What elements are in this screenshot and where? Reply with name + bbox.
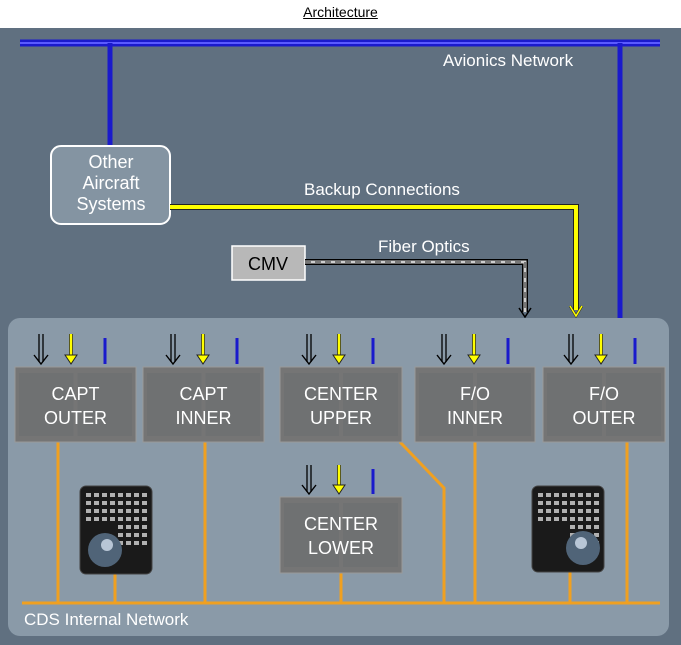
- other-aircraft-systems-box: Other Aircraft Systems: [50, 145, 171, 225]
- display-unit: CAPT OUTER: [14, 366, 137, 443]
- cmv-label: CMV: [248, 254, 288, 274]
- display-label-line2: INNER: [175, 408, 231, 428]
- display-label-line2: OUTER: [573, 408, 636, 428]
- display-label-line1: CAPT: [179, 384, 227, 404]
- input-arrows: [563, 334, 637, 366]
- other-systems-line1: Other: [88, 152, 133, 172]
- cds-internal-network: [22, 440, 660, 605]
- display-label-line1: F/O: [460, 384, 490, 404]
- display-label-line1: F/O: [589, 384, 619, 404]
- display-label-line1: CENTER: [304, 514, 378, 534]
- backup-connections-label: Backup Connections: [304, 180, 460, 199]
- display-unit: F/O OUTER: [542, 366, 666, 443]
- display-label-line1: CAPT: [51, 384, 99, 404]
- display-unit: F/O INNER: [414, 366, 536, 443]
- input-arrows: [165, 334, 239, 366]
- cds-internal-network-label: CDS Internal Network: [24, 610, 189, 629]
- avionics-network-bus: [20, 39, 660, 322]
- display-label-line2: INNER: [447, 408, 503, 428]
- avionics-network-label: Avionics Network: [443, 51, 574, 70]
- other-systems-line3: Systems: [76, 194, 145, 214]
- diagram-title: Architecture: [303, 4, 378, 20]
- display-unit: CENTER LOWER: [279, 496, 403, 574]
- input-arrows: [301, 334, 375, 366]
- display-label-line2: UPPER: [310, 408, 372, 428]
- capt-cursor-control-panel: [79, 485, 153, 575]
- input-arrows: [301, 465, 375, 496]
- display-label-line2: OUTER: [44, 408, 107, 428]
- display-label-line1: CENTER: [304, 384, 378, 404]
- fiber-optics-line: [305, 259, 532, 319]
- input-arrows: [436, 334, 510, 366]
- display-label-line2: LOWER: [308, 538, 374, 558]
- cmv-box: CMV: [231, 245, 306, 281]
- other-systems-line2: Aircraft: [82, 173, 139, 193]
- fo-cursor-control-panel: [531, 485, 605, 573]
- backup-connections-line: [170, 204, 584, 319]
- display-unit: CAPT INNER: [142, 366, 265, 443]
- input-arrows: [33, 334, 107, 366]
- display-unit: CENTER UPPER: [279, 366, 403, 443]
- fiber-optics-label: Fiber Optics: [378, 237, 470, 256]
